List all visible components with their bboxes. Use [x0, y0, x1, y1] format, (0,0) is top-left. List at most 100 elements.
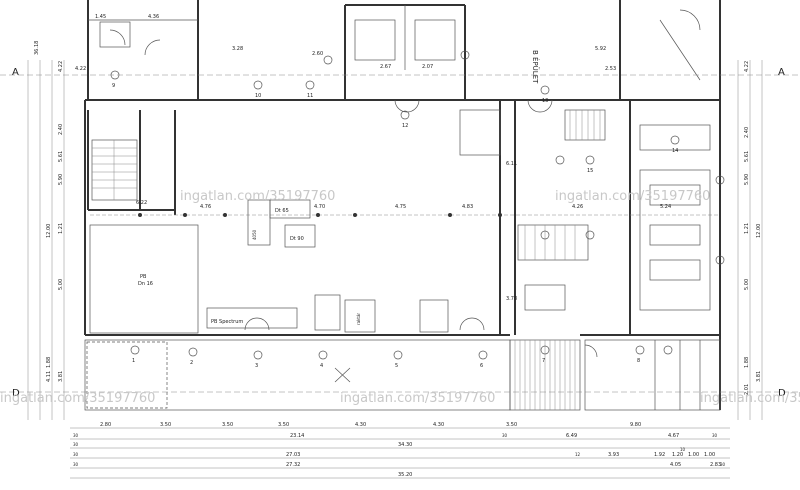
- left-dim: 3.81: [58, 371, 64, 382]
- bottom-dim: 6.49: [566, 433, 577, 439]
- watermark-text: ingatlan.com/35197760: [180, 189, 335, 204]
- label-dn16: Dn 16: [138, 281, 153, 287]
- room-number: 1: [132, 358, 135, 364]
- bottom-dim: 1.00: [704, 452, 715, 458]
- bottom-dim: 2.80: [100, 422, 111, 428]
- right-dimension-labels: 4.22 2.40 5.61 5.90 1.21 12.00 5.00 3.81…: [744, 61, 762, 395]
- interior-dim: 4.26: [572, 204, 583, 210]
- bottom-dim: 4.67: [668, 433, 679, 439]
- bottom-dim-small: 30: [73, 442, 79, 447]
- bottom-dim: 1.00: [688, 452, 699, 458]
- right-dim: 2.40: [744, 127, 750, 138]
- label-building-b: B ÉPÜLET: [531, 50, 540, 84]
- bottom-dim: 27.32: [286, 462, 300, 468]
- watermark-text: ingatlan.com/35197760: [340, 391, 495, 406]
- staircase-right: [517, 109, 606, 261]
- bottom-dim-small: 12: [575, 452, 581, 457]
- staircase-left: [91, 139, 138, 201]
- interior-dim: 6.11: [506, 161, 517, 167]
- left-dim: 36.18: [34, 41, 40, 55]
- label-dt90: Dt 90: [290, 236, 304, 242]
- right-dim: 5.61: [744, 151, 750, 162]
- watermark-text: ingatlan.com/35197760: [700, 391, 800, 406]
- label-raktar: raktár: [356, 313, 361, 325]
- room-number-labels: 1 2 3 4 5 6 7 8 9 10 11 12 13 14 15: [112, 83, 678, 369]
- right-dim: 2.01: [744, 384, 750, 395]
- terrace: [84, 339, 721, 411]
- bottom-dim: 3.50: [506, 422, 517, 428]
- label-pb: PB: [140, 274, 147, 280]
- bottom-dim-small: 30: [502, 433, 508, 438]
- right-dim: 12.00: [756, 224, 762, 238]
- bottom-dim: 9.80: [630, 422, 641, 428]
- left-dim: 2.40: [58, 124, 64, 135]
- room-number: 3: [255, 363, 258, 369]
- top-dimension-labels: 4.36 1.45 2.67 2.07 4.22 2.53 3.28 5.92 …: [75, 14, 616, 72]
- left-dim: 12.00: [46, 224, 52, 238]
- room-number: 8: [637, 358, 640, 364]
- bottom-dim: 3.50: [222, 422, 233, 428]
- label-dt65: Dt 65: [275, 208, 289, 214]
- section-mark-d-left: D: [12, 388, 20, 399]
- room-labels: B ÉPÜLET PB Spectrum PB Dn 16 Dt 65 Dt 9…: [138, 50, 540, 325]
- bottom-dim: 4.05: [670, 462, 681, 468]
- room-number: 11: [307, 93, 313, 99]
- room-number: 5: [395, 363, 398, 369]
- bottom-dim: 4.30: [355, 422, 366, 428]
- bottom-dim: 1.20: [672, 452, 683, 458]
- interior-blocks: [89, 109, 501, 334]
- left-dimension-labels: 4.22 2.40 5.61 5.90 1.21 12.00 5.00 3.81…: [34, 41, 64, 382]
- left-dim: 1.21: [58, 223, 64, 234]
- top-dim: 3.28: [232, 46, 243, 52]
- interior-dim: 3.78: [506, 296, 517, 302]
- bottom-dim-small: 30: [73, 433, 79, 438]
- bottom-dim: 3.50: [160, 422, 171, 428]
- bottom-dim: 2.83: [710, 462, 721, 468]
- section-mark-a-left: A: [12, 67, 19, 78]
- bottom-dim: 27.03: [286, 452, 300, 458]
- room-number: 12: [402, 123, 408, 129]
- upper-rooms: [87, 0, 721, 100]
- dimension-lines: [0, 60, 800, 479]
- interior-dim: 5.24: [660, 204, 671, 210]
- right-dim: 1.21: [744, 223, 750, 234]
- bottom-dim-small: 10: [680, 447, 686, 452]
- section-markers: A A D D: [12, 67, 786, 399]
- top-dim: 2.60: [312, 51, 323, 57]
- interior-dim: 6.22: [136, 200, 147, 206]
- left-dim: 5.61: [58, 151, 64, 162]
- left-dim: 5.00: [58, 279, 64, 290]
- left-dim: 4.22: [58, 61, 64, 72]
- bottom-dim: 34.30: [398, 442, 412, 448]
- bottom-dim: 3.93: [608, 452, 619, 458]
- top-dim: 2.53: [605, 66, 616, 72]
- bottom-dim: 4.30: [433, 422, 444, 428]
- seating-area: [524, 124, 711, 311]
- top-dim: 1.45: [95, 14, 106, 20]
- bottom-dim-small: 30: [720, 462, 726, 467]
- room-number: 4: [320, 363, 323, 369]
- left-dim: 4.11: [46, 371, 52, 382]
- grid-axis: [90, 213, 720, 217]
- room-number: 7: [542, 358, 545, 364]
- interior-dim: 4.76: [200, 204, 211, 210]
- interior-dim: 4.70: [314, 204, 325, 210]
- room-number: 15: [587, 168, 593, 174]
- room-number: 13: [542, 98, 548, 104]
- top-dim: 4.22: [75, 66, 86, 72]
- bottom-dim: 3.50: [278, 422, 289, 428]
- section-mark-d-right: D: [778, 388, 786, 399]
- bottom-dim-small: 30: [712, 433, 718, 438]
- left-dim: 1.88: [46, 357, 52, 368]
- right-dim: 5.00: [744, 279, 750, 290]
- top-dim: 2.07: [422, 64, 433, 70]
- left-dim: 5.90: [58, 174, 64, 185]
- room-number: 2: [190, 360, 193, 366]
- right-dim: 5.90: [744, 174, 750, 185]
- right-dim: 1.88: [744, 357, 750, 368]
- room-number: 14: [672, 148, 678, 154]
- bottom-dim: 35.20: [398, 472, 412, 478]
- interior-dimension-labels: 4.76 4.70 4.75 4.83 4.26 5.24 6.11 3.78 …: [136, 161, 671, 302]
- top-dim: 4.36: [148, 14, 159, 20]
